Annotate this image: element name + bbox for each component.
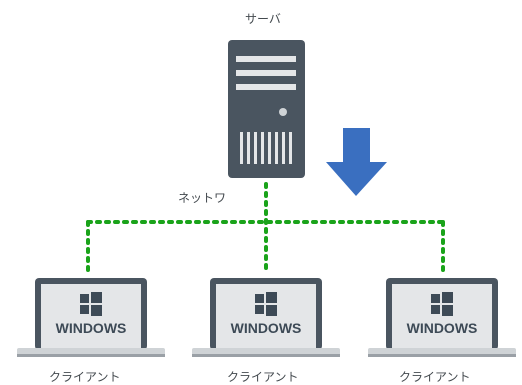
screen-text: WINDOWS: [407, 320, 478, 336]
laptop-client-1: WINDOWS: [17, 278, 165, 357]
client-label-1: クライアント: [49, 370, 121, 384]
screen-text: WINDOWS: [231, 320, 302, 336]
laptop-client-3: WINDOWS: [368, 278, 516, 357]
client-label-2: クライアント: [227, 370, 299, 384]
laptop-client-2: WINDOWS: [192, 278, 340, 357]
screen-text: WINDOWS: [56, 320, 127, 336]
network-lines: [86, 182, 445, 274]
client-label-3: クライアント: [399, 370, 471, 384]
arrow-down-icon: [326, 128, 387, 196]
server-label: サーバ: [245, 12, 281, 26]
network-label: ネットワ: [178, 191, 227, 205]
server-tower-icon: [228, 40, 305, 178]
